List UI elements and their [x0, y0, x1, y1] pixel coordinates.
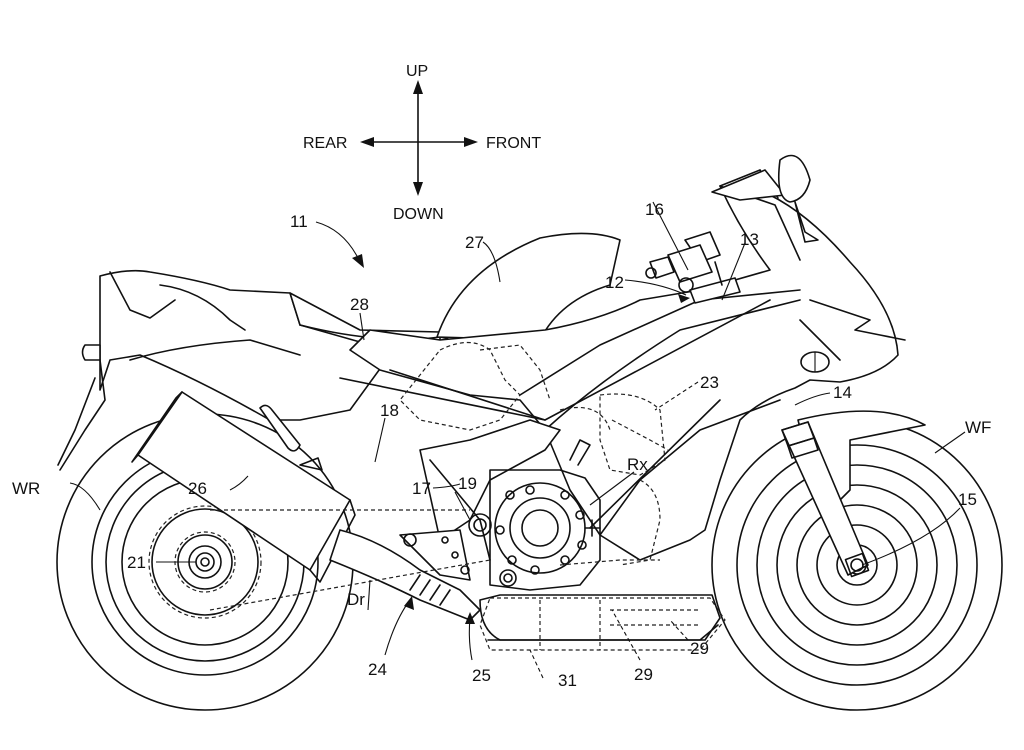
rear-label: REAR [303, 135, 347, 152]
handlebar-assembly [645, 231, 741, 304]
reference-labels: 11 27 28 16 12 13 14 WF 15 23 Rx 18 17 1… [12, 200, 991, 690]
label-18: 18 [380, 401, 399, 420]
rx-axis-line [589, 399, 721, 529]
leader-lines [69, 201, 966, 679]
label-19: 19 [458, 474, 477, 493]
up-label: UP [406, 63, 428, 80]
footpeg-bracket [399, 529, 471, 581]
label-17: 17 [412, 479, 431, 498]
label-15: 15 [958, 490, 977, 509]
down-arrow-icon [413, 182, 423, 196]
down-label: DOWN [393, 206, 444, 223]
label-26: 26 [188, 479, 207, 498]
fuel-tank [436, 232, 621, 341]
label-11: 11 [290, 212, 308, 231]
rear-arrow-icon [360, 137, 374, 147]
label-12: 12 [605, 273, 624, 292]
label-29-upper: 29 [690, 639, 709, 658]
label-24: 24 [368, 660, 387, 679]
windscreen-mirror [711, 154, 819, 243]
mirror [777, 154, 811, 203]
label-rx: Rx [627, 455, 648, 474]
front-arrow-icon [464, 137, 478, 147]
label-28: 28 [350, 295, 369, 314]
label-13: 13 [740, 230, 759, 249]
engine-undercover [479, 594, 721, 641]
label-wf: WF [965, 418, 991, 437]
label-27: 27 [465, 233, 484, 252]
label-dr: Dr [347, 590, 365, 609]
orientation-compass: UP DOWN REAR FRONT [303, 63, 541, 223]
fairing [349, 169, 906, 561]
up-arrow-icon [413, 80, 423, 94]
label-29-lower: 29 [634, 665, 653, 684]
label-23: 23 [700, 373, 719, 392]
engine [468, 439, 601, 591]
tail-light [81, 344, 101, 361]
front-label: FRONT [486, 135, 541, 152]
label-16: 16 [645, 200, 664, 219]
label-wr: WR [12, 479, 40, 498]
label-21: 21 [127, 553, 146, 572]
label-31: 31 [558, 671, 577, 690]
muffler [131, 391, 356, 583]
front-wheel [711, 419, 1003, 711]
undercover-bottom-line [487, 624, 719, 641]
label-25: 25 [472, 666, 491, 685]
hidden-components [209, 341, 726, 651]
label-14: 14 [833, 383, 852, 402]
front-fork [781, 421, 870, 578]
